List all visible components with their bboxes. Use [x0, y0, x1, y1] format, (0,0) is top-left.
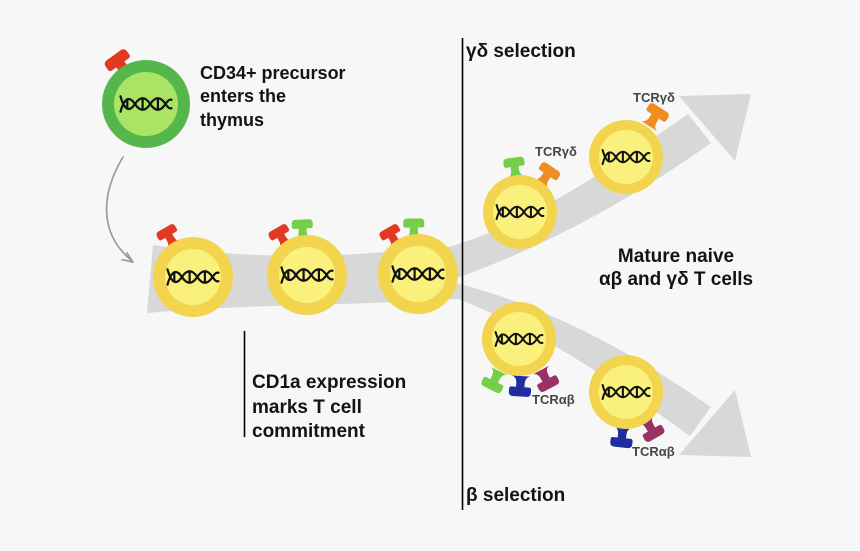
cd34-precursor-label: CD34+ precursor enters the thymus — [200, 63, 346, 130]
cell-cytoplasm — [599, 365, 653, 419]
cell-cytoplasm — [279, 247, 335, 303]
entry-arrow — [105, 156, 134, 263]
alpha-beta-t-cell-1 — [480, 302, 561, 398]
gamma-delta-t-cell-2 — [589, 101, 671, 194]
gamma-delta-t-cell-1 — [483, 156, 562, 249]
cell-cytoplasm — [493, 185, 547, 239]
tcr-gamma-delta-label-2: TCRγδ — [633, 90, 675, 105]
thymocyte-cell-2 — [267, 218, 347, 315]
beta-selection-label: β selection — [466, 485, 566, 506]
cell-cytoplasm — [492, 312, 546, 366]
cell-cytoplasm — [165, 249, 221, 305]
thymocyte-cell-1 — [153, 222, 233, 317]
thymocyte-cell-3 — [378, 218, 458, 314]
cell-cytoplasm — [599, 130, 653, 184]
cell-cytoplasm — [390, 246, 446, 302]
gamma-delta-selection-label: γδ selection — [466, 41, 576, 62]
cd1a-commitment-label: CD1a expression marks T cell commitment — [252, 372, 407, 443]
mature-naive-label: Mature naive αβ and γδ T cells — [598, 246, 754, 291]
cd34-precursor-cell — [102, 47, 190, 148]
tcr-alpha-beta-label-1: TCRαβ — [532, 392, 575, 407]
tcr-gamma-delta-label-1: TCRγδ — [535, 144, 577, 159]
alpha-beta-t-cell-2 — [589, 355, 666, 449]
beta-branch-band — [448, 281, 711, 436]
cell-cytoplasm — [114, 72, 178, 136]
tcr-alpha-beta-label-2: TCRαβ — [632, 444, 675, 459]
beta-arrowhead — [679, 390, 751, 457]
gamma-delta-arrowhead — [679, 94, 751, 161]
receptor-pin-blue-icon — [609, 425, 634, 449]
receptor-pin-blue-icon — [508, 375, 532, 398]
